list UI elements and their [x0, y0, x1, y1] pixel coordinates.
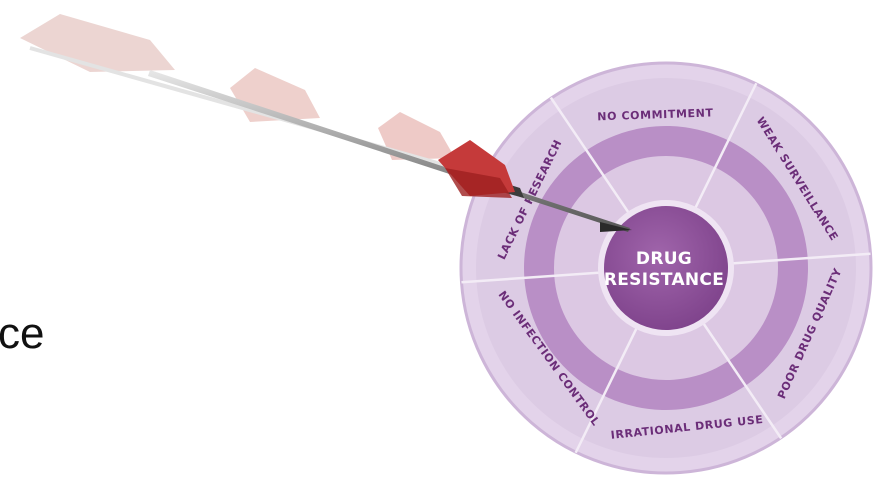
slide-text-fragment: ce	[0, 309, 45, 358]
segment-label-commitment: NO COMMITMENT	[597, 106, 714, 123]
dart-motion-trail	[20, 14, 481, 177]
center-label-line-1: DRUG	[636, 249, 692, 269]
dart-icon	[20, 14, 632, 232]
dartboard: NO COMMITMENT WEAK SURVEILLANCE POOR DRU…	[459, 61, 873, 475]
dart-tip	[600, 222, 632, 232]
bullseye	[604, 206, 728, 330]
center-label-line-2: RESISTANCE	[604, 270, 724, 290]
